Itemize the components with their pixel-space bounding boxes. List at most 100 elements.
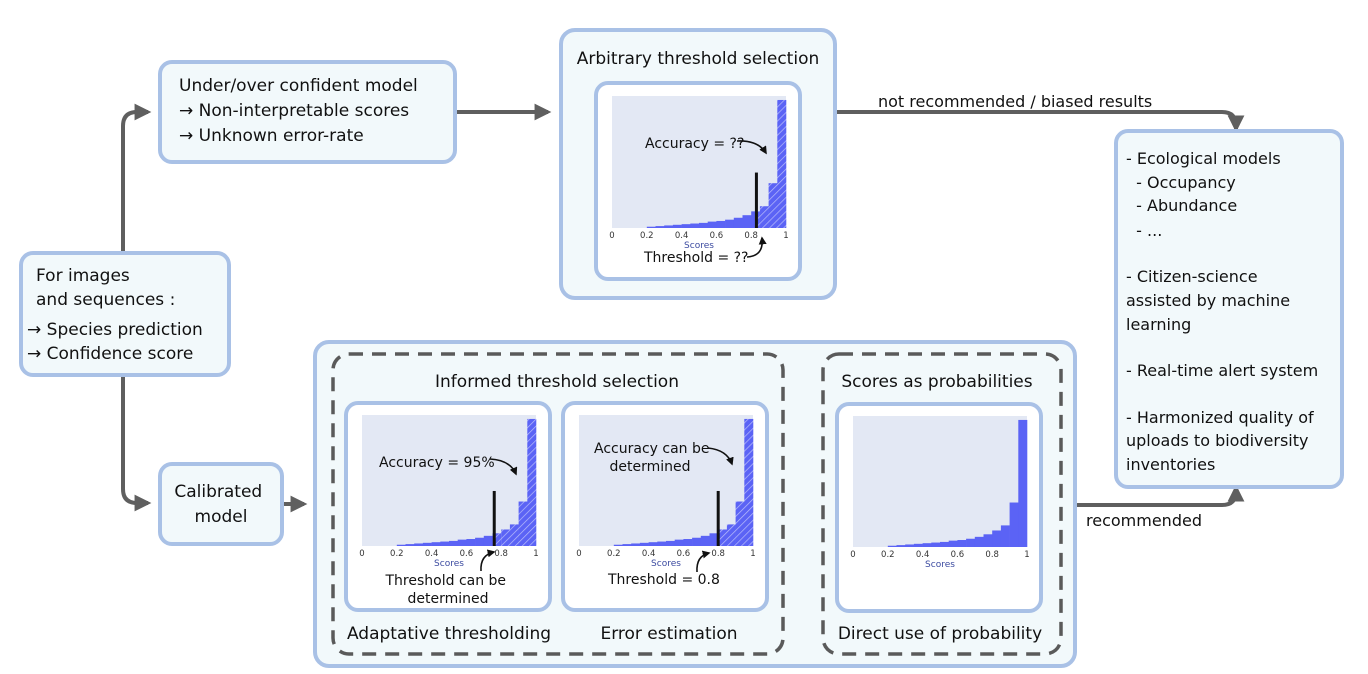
probability-group [821,352,1063,656]
histogram-bar [681,224,691,228]
edge-label-recommended: recommended [1086,511,1202,530]
x-tick-label: 0.6 [951,550,965,560]
histogram-bar-above-threshold [718,529,728,546]
histogram-bar-above-threshold [768,183,778,228]
histogram-bar-above-threshold [494,533,502,546]
x-tick-label: 0.4 [675,231,689,241]
informed-threshold-group [331,352,785,656]
histogram-bar [742,215,752,228]
histogram-bar [613,544,623,546]
calibrated-model-box: Calibrated model [158,462,284,546]
arbitrary-threshold-pointer [746,236,767,258]
x-tick-label: 0.2 [607,549,621,559]
adaptive-accuracy-annotation: Accuracy = 95% [379,455,495,471]
histogram-bar [983,534,993,547]
applications-box: - Ecological models - Occupancy - Abunda… [1114,129,1344,489]
adaptive-threshold-annotation: Threshold can be determined [385,573,511,607]
histogram-bar [931,542,941,547]
histogram-bar [646,226,656,228]
x-tick-label: 0.6 [710,231,724,241]
x-tick-label: 0.4 [425,549,439,559]
histogram-bar [664,225,674,228]
informed-group-title: Informed threshold selection [435,372,679,392]
adaptive-threshold-pointer [480,549,496,572]
edge-label-not-recommended: not recommended / biased results [878,92,1152,111]
histogram-bar-above-threshold [777,99,787,229]
x-tick-label: 0.8 [985,550,999,560]
histogram-bar [974,536,984,547]
histogram-bar-above-threshold [527,418,537,546]
histogram-bar-above-threshold [756,211,760,228]
histogram-bar [716,220,726,228]
histogram-bar-above-threshold [726,524,736,546]
histogram-bar [690,223,700,228]
arrow-input-to-calibrated [121,375,152,512]
histogram-bar-above-threshold [518,501,528,546]
connectors: not recommended / biased results recomme… [121,92,1245,530]
histogram-bar-above-threshold [759,206,769,228]
x-tick-label: 0 [609,231,614,241]
probability-group-caption: Direct use of probability [838,624,1042,644]
error-threshold-pointer [696,550,711,573]
histogram-bar [666,540,675,546]
histogram-bar-above-threshold [744,418,754,546]
calibrated-model-text: Calibrated model [174,482,267,527]
histogram-bar [913,543,923,547]
histogram-bar [896,545,906,547]
x-tick-label: 0.4 [916,550,930,560]
arbitrary-threshold-annotation: Threshold = ?? [643,250,749,266]
plot-background [853,416,1027,547]
histogram-bar [905,544,915,547]
histogram-bar [948,540,958,547]
arrow-outer-to-applications [1076,484,1245,507]
histogram-bar [440,541,450,546]
x-tick-label: 0.2 [640,231,654,241]
error-accuracy-pointer [707,447,734,466]
x-axis-label: Scores [434,559,464,569]
histogram-bar [483,535,493,546]
histogram-bar [940,541,949,547]
histogram-bar-above-threshold [735,501,745,546]
x-tick-label: 1 [1024,550,1029,560]
histogram-bar [422,542,432,546]
uncalibrated-model-box: Under/over confident model → Non-interpr… [158,60,457,164]
x-axis-label: Scores [925,560,955,570]
histogram-bar [672,224,682,228]
x-tick-label: 0.8 [494,549,508,559]
histogram-bar [1018,419,1028,547]
histogram-bar [639,542,649,546]
arbitrary-accuracy-annotation: Accuracy = ?? [645,136,744,152]
histogram-bar [725,219,735,228]
histogram-bar [957,540,967,547]
x-tick-label: 1 [533,549,538,559]
histogram-bar [475,537,485,546]
histogram-bar-above-threshold [501,529,511,546]
histogram-bar [405,544,415,546]
adaptive-accuracy-pointer [489,458,518,476]
plot-background [362,415,536,546]
histogram-bar [922,543,932,547]
histogram-bar [648,542,658,546]
histogram-bar [1000,525,1010,547]
x-tick-label: 0.8 [744,231,758,241]
arbitrary-accuracy-pointer [736,140,767,155]
error-threshold-annotation: Threshold = 0.8 [607,572,720,588]
histogram-bar [966,538,976,547]
histogram-bar [992,530,1002,547]
x-tick-label: 0.2 [390,549,404,559]
arrow-arbitrary-to-applications [836,110,1245,133]
histogram-bar [449,540,458,546]
histogram-bar [709,533,719,546]
x-tick-label: 0 [850,550,855,560]
histogram-bar [700,535,710,546]
plot-background [579,415,753,546]
x-tick-label: 0.2 [881,550,895,560]
histogram-bar [733,217,743,228]
x-axis-label: Scores [684,241,714,251]
histogram-bar [1009,502,1019,547]
